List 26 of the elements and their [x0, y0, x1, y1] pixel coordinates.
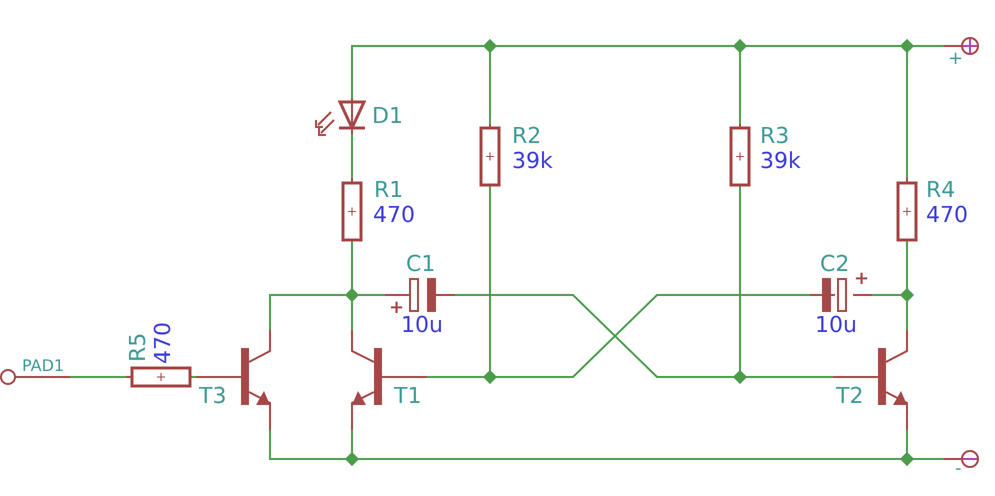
reference-label: T3	[199, 386, 226, 408]
value-label: 470	[373, 205, 415, 227]
reference-label: R2	[512, 126, 542, 148]
pad-label: PAD1	[22, 358, 64, 374]
polarity-sign: +	[854, 270, 870, 288]
reference-label: D1	[372, 106, 403, 128]
reference-label: R3	[760, 126, 790, 148]
value-label: 470	[926, 205, 968, 227]
wire	[192, 376, 196, 378]
terminal-label: -	[955, 460, 962, 478]
wire	[70, 376, 126, 378]
terminal-label: +	[948, 50, 964, 68]
reference-label: T1	[394, 386, 422, 408]
value-label: 39k	[760, 151, 801, 173]
wire	[351, 134, 353, 178]
reference-label: T2	[836, 386, 864, 408]
value-label: 10u	[401, 315, 443, 337]
reference-label: R1	[374, 180, 404, 202]
reference-label: C1	[406, 254, 436, 276]
value-label: 39k	[512, 151, 553, 173]
reference-label: R5	[128, 332, 150, 362]
reference-label: C2	[820, 254, 850, 276]
polarity-sign: +	[389, 299, 404, 317]
value-label: 10u	[815, 315, 857, 337]
reference-label: R4	[926, 180, 956, 202]
value-label: 470	[153, 322, 175, 364]
